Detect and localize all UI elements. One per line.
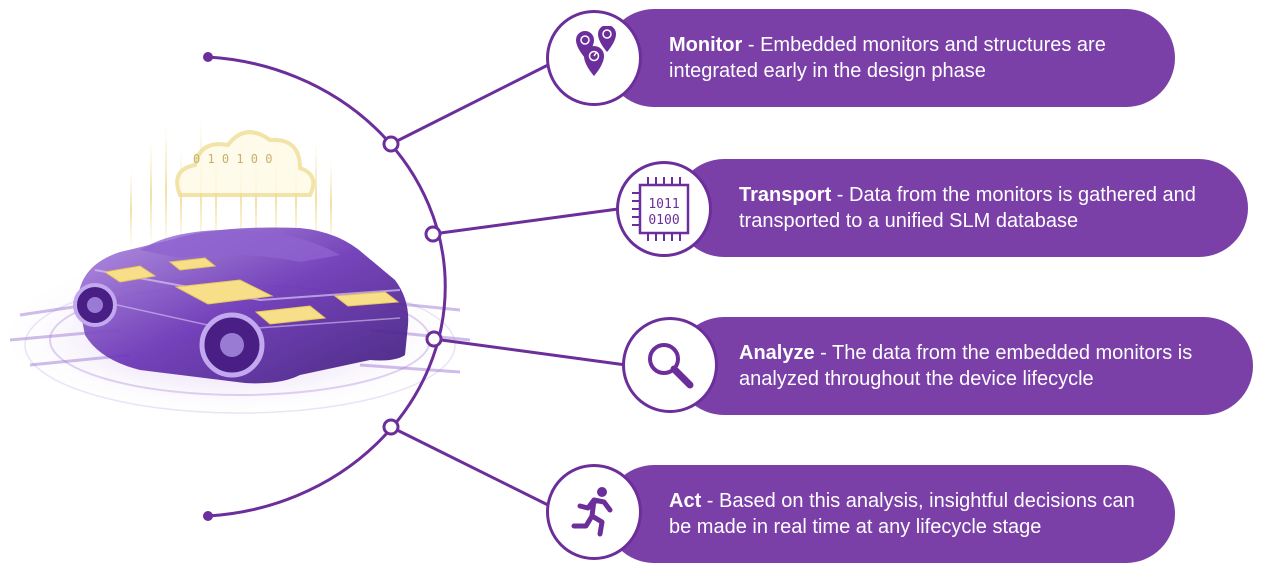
step-monitor-description: Embedded monitors and structures are int… — [669, 34, 1106, 82]
map-pin-gauge-icon — [546, 10, 642, 106]
arc-endpoint-top — [203, 52, 213, 62]
running-person-icon — [546, 464, 642, 560]
magnifier-icon — [622, 317, 718, 413]
cloud-binary-text: 0 1 0 1 0 0 — [193, 152, 272, 166]
step-analyze-pill: Analyze - The data from the embedded mon… — [675, 317, 1253, 415]
step-transport-pill: Transport - Data from the monitors is ga… — [675, 159, 1248, 257]
arc-endpoint-bottom — [203, 511, 213, 521]
chip-text-top: 1011 — [648, 197, 679, 212]
step-transport-text: Transport - Data from the monitors is ga… — [739, 182, 1218, 234]
chip-binary-icon: 1011 0100 — [616, 161, 712, 257]
step-monitor-separator: - — [742, 34, 761, 56]
step-analyze-description: The data from the embedded monitors is a… — [739, 342, 1193, 390]
step-analyze-text: Analyze - The data from the embedded mon… — [739, 340, 1223, 392]
step-act-title: Act — [669, 490, 702, 512]
step-act-description: Based on this analysis, insightful decis… — [669, 490, 1135, 538]
arc-connector — [207, 55, 447, 518]
step-monitor-text: Monitor - Embedded monitors and structur… — [669, 32, 1175, 84]
step-analyze-separator: - — [814, 342, 833, 364]
step-act-pill: Act - Based on this analysis, insightful… — [605, 465, 1175, 563]
spoke-lines — [390, 63, 627, 507]
step-act-separator: - — [701, 490, 720, 512]
step-analyze-title: Analyze — [739, 342, 815, 364]
cloud-icon — [175, 130, 316, 197]
step-transport-separator: - — [831, 184, 850, 206]
car-illustration — [73, 227, 409, 384]
monitor-modules — [103, 257, 400, 325]
step-transport-title: Transport — [739, 184, 832, 206]
chip-text-bottom: 0100 — [648, 213, 679, 228]
step-transport-description: Data from the monitors is gathered and t… — [739, 184, 1196, 232]
step-monitor-pill: Monitor - Embedded monitors and structur… — [605, 9, 1175, 107]
arc-nodes — [382, 135, 443, 436]
step-monitor-title: Monitor — [669, 34, 743, 56]
step-act-text: Act - Based on this analysis, insightful… — [669, 488, 1155, 540]
